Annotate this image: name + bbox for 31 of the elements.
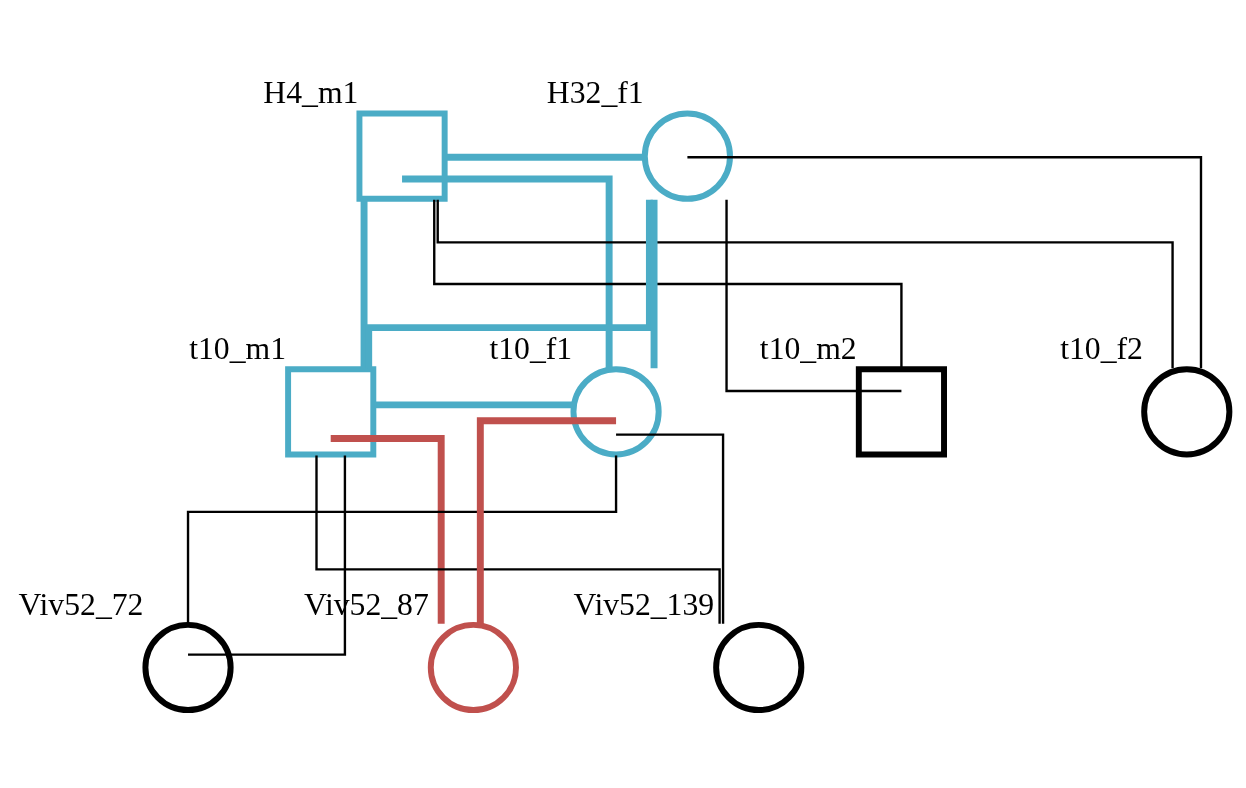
node-circle [142, 621, 234, 714]
node-label: H32_f1 [546, 75, 644, 111]
node-label: t10_f2 [1060, 330, 1143, 366]
node-circle [1141, 366, 1233, 458]
node-label: H4_m1 [263, 75, 359, 111]
connector [186, 455, 618, 624]
connector [687, 156, 1203, 369]
node-box [855, 366, 947, 458]
node-circle [641, 110, 733, 202]
node-label: t10_f1 [489, 330, 573, 366]
connector [725, 199, 902, 393]
connector [374, 401, 573, 409]
connector [616, 433, 725, 624]
node-box [356, 110, 448, 202]
connector [315, 455, 721, 624]
node-box [285, 366, 377, 458]
node-circle [427, 621, 519, 714]
node-label: t10_m2 [759, 330, 857, 366]
connector [445, 153, 644, 161]
connector [360, 199, 368, 369]
node-label: t10_m1 [189, 330, 286, 366]
connector [650, 199, 658, 369]
node-label: Viv52_139 [573, 586, 715, 622]
connector [188, 455, 347, 656]
connector [476, 417, 617, 624]
connector [433, 199, 903, 369]
connector [436, 199, 1174, 369]
node-circle [713, 621, 805, 714]
node-circle [570, 366, 662, 458]
connector [365, 199, 653, 369]
node-label: Viv52_72 [18, 586, 144, 622]
